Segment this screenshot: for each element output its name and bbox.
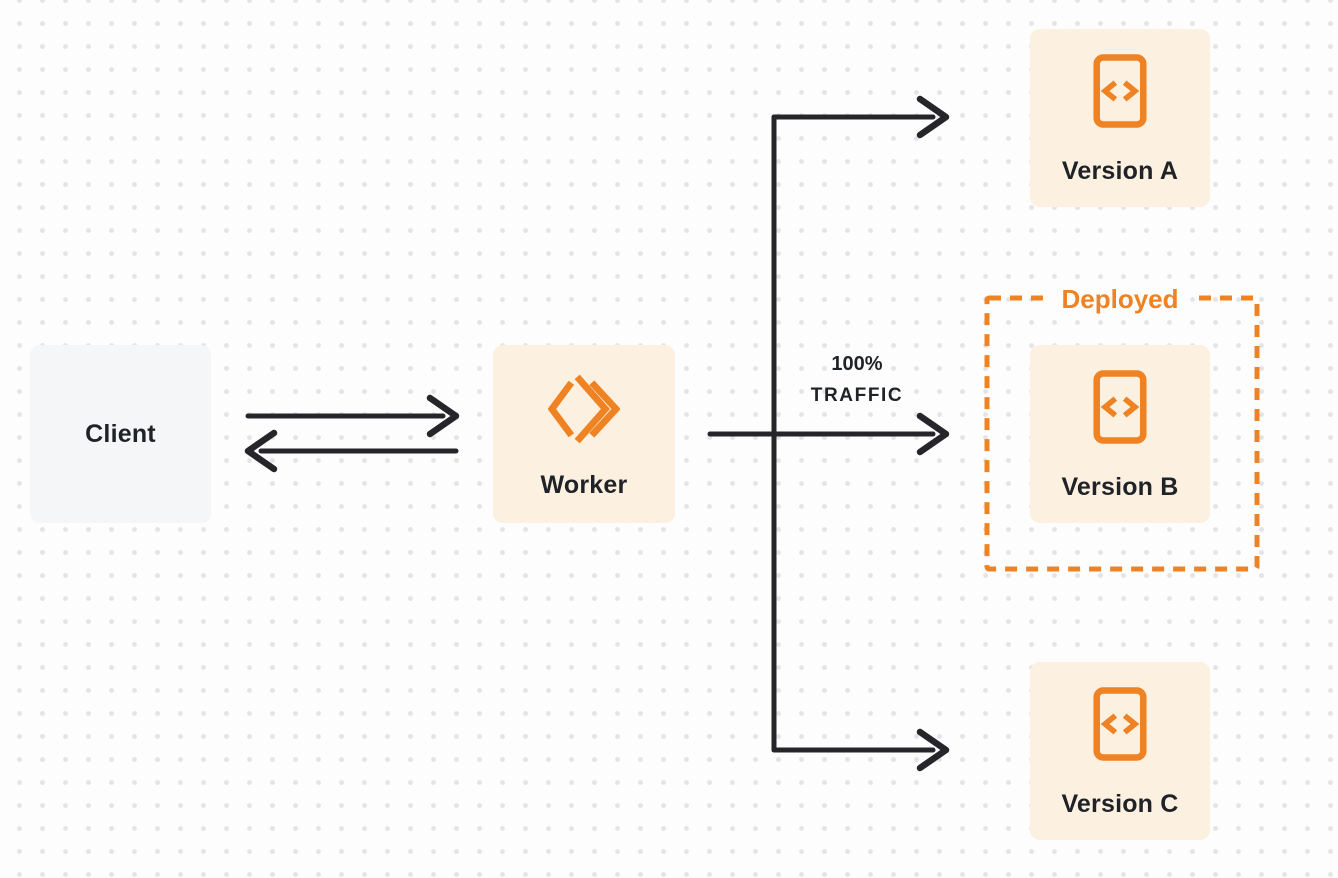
edge-branch-to-version-c xyxy=(771,728,950,772)
code-file-icon xyxy=(1093,53,1147,129)
edge-client-to-worker xyxy=(245,394,460,438)
version-b-label: Version B xyxy=(1061,473,1179,501)
deployed-group-label: Deployed xyxy=(1049,284,1191,314)
version-c-label: Version C xyxy=(1061,790,1179,818)
version-a-label: Version A xyxy=(1061,157,1179,185)
edge-worker-to-branch xyxy=(707,114,950,753)
edge-worker-to-client xyxy=(244,429,459,473)
worker-label: Worker xyxy=(540,471,628,499)
code-file-icon xyxy=(1093,369,1147,445)
traffic-edge-label: 100% TRAFFIC xyxy=(777,349,937,412)
node-version-a: Version A xyxy=(1030,29,1210,207)
traffic-percent-text: 100% xyxy=(831,353,883,375)
traffic-word-text: TRAFFIC xyxy=(810,385,904,406)
node-version-c: Version C xyxy=(1030,662,1210,840)
node-worker: Worker xyxy=(493,345,675,523)
node-version-b: Version B xyxy=(1030,345,1210,523)
cloudflare-workers-icon xyxy=(548,373,620,445)
edge-branch-to-version-a xyxy=(771,95,950,139)
node-client: Client xyxy=(30,345,211,523)
code-file-icon xyxy=(1093,686,1147,762)
client-label: Client xyxy=(85,419,156,448)
